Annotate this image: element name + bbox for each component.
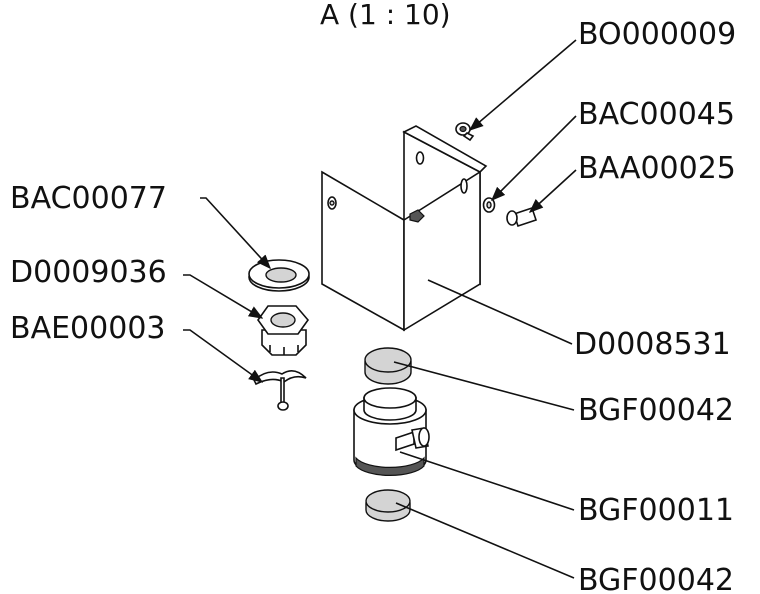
- label-bolt: BAA00025: [578, 151, 736, 186]
- label-bracket: D0008531: [574, 327, 731, 362]
- label-pad-top: BGF00042: [578, 393, 734, 428]
- label-large-washer: BAC00077: [10, 181, 167, 216]
- label-nut: D0009036: [10, 255, 167, 290]
- leader-large-washer: [200, 197, 271, 270]
- large-washer-part: [248, 259, 310, 292]
- label-small-washer: BAC00045: [578, 97, 735, 132]
- leader-nut: [183, 274, 264, 319]
- pad-top-part: [364, 347, 412, 385]
- leader-bracket: [427, 279, 573, 345]
- leader-load-cell: [399, 451, 575, 511]
- leader-small-washer: [490, 115, 577, 202]
- label-pad-bottom: BGF00042: [578, 563, 734, 594]
- small-washer-part: [482, 197, 496, 213]
- leader-pad-top: [393, 361, 575, 411]
- label-load-cell: BGF00011: [578, 493, 734, 528]
- clip-part: [253, 370, 307, 411]
- load-cell-part: [353, 387, 430, 476]
- leader-clip: [183, 329, 264, 383]
- view-title: A (1 : 10): [320, 0, 451, 31]
- label-screw: BO000009: [578, 17, 736, 52]
- leader-pad-bottom: [395, 502, 575, 579]
- pad-bottom-part: [365, 489, 411, 522]
- nut-part: [257, 305, 310, 356]
- leader-bolt: [528, 169, 577, 213]
- leader-screw: [468, 39, 577, 131]
- screw-part: [455, 122, 475, 142]
- label-clip: BAE00003: [10, 311, 166, 346]
- bracket-part: [321, 125, 488, 332]
